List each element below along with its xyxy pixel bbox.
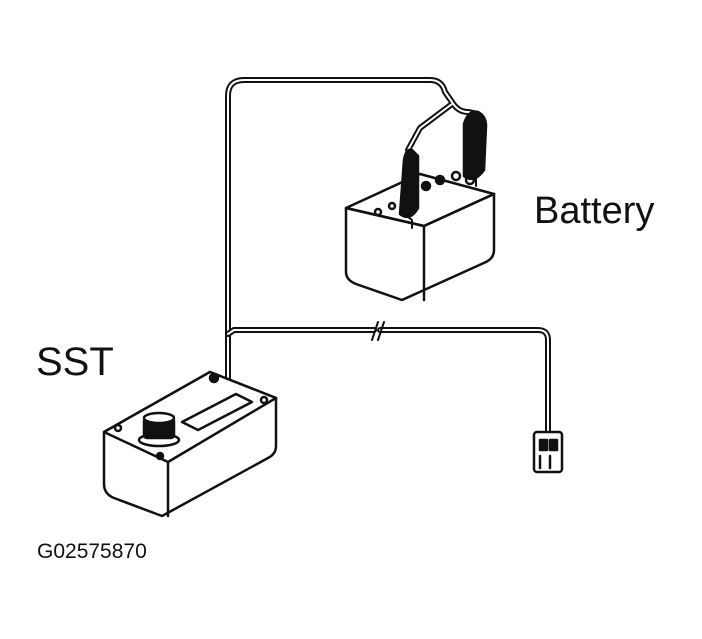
sst-label: SST <box>36 340 114 384</box>
cable-break-mark <box>371 321 385 341</box>
battery-label: Battery <box>534 190 655 232</box>
sst-device-icon <box>102 370 278 518</box>
connector-icon <box>532 430 564 474</box>
figure-code: G02575870 <box>37 540 147 563</box>
battery-icon <box>344 110 496 302</box>
